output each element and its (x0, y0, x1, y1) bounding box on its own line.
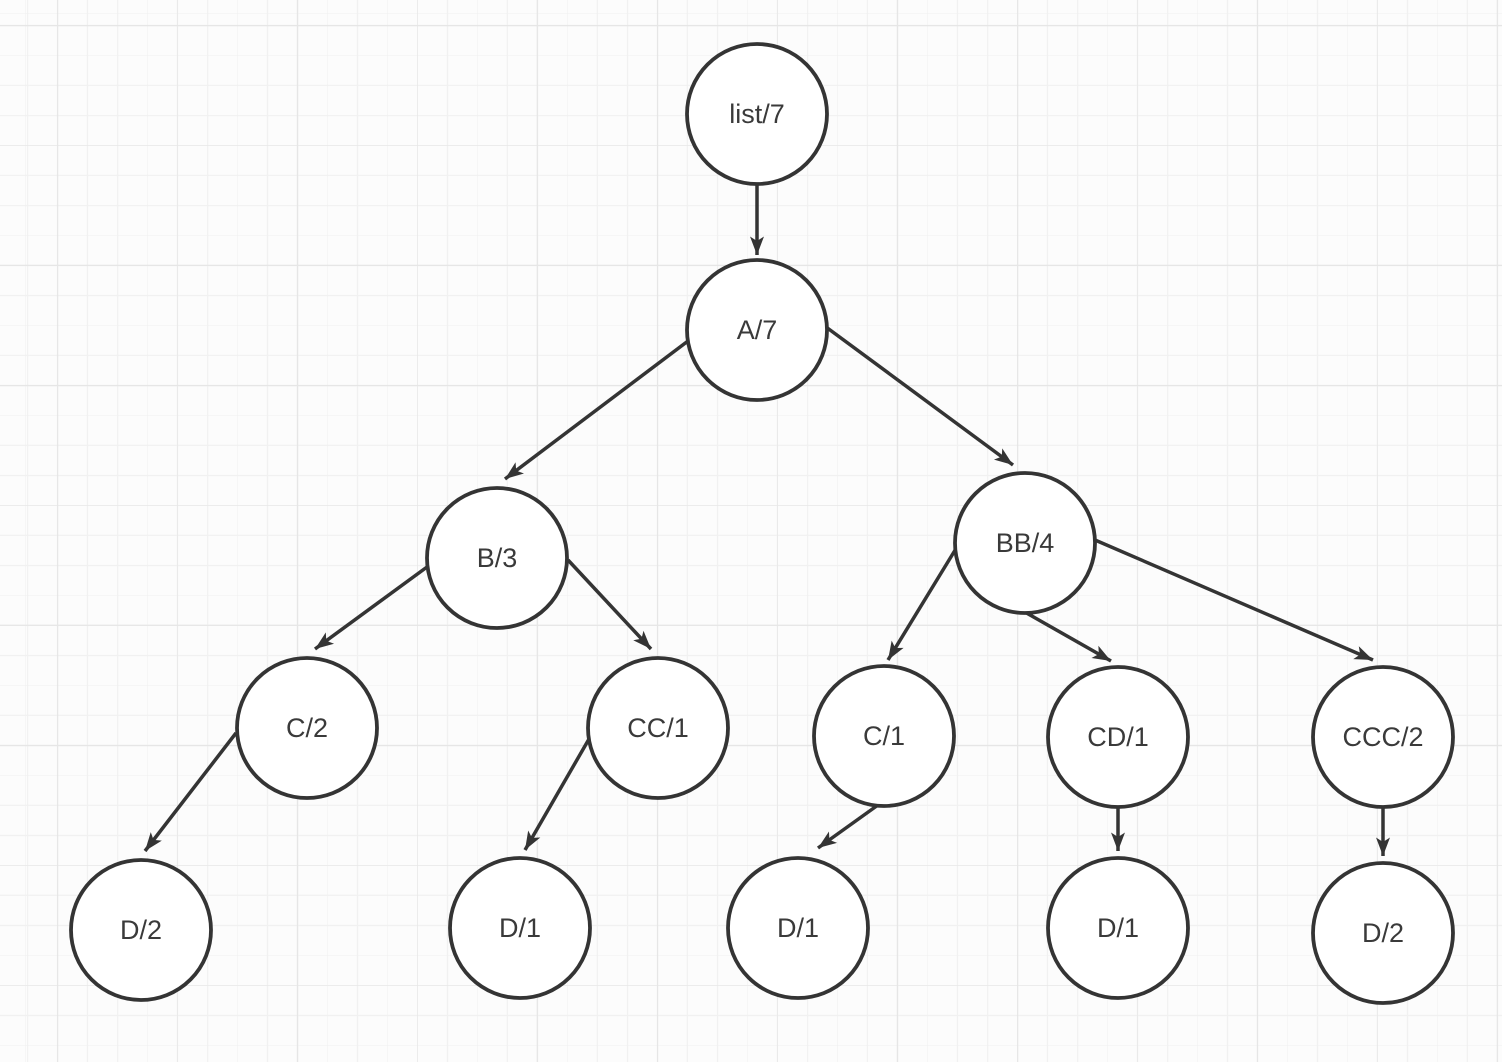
node-circle[interactable] (726, 856, 870, 1000)
edge-B-to-CC1[interactable] (566, 558, 653, 651)
node-circle[interactable] (685, 258, 829, 402)
tree-node-C1[interactable]: C/1 (812, 664, 956, 808)
node-circle[interactable] (586, 656, 730, 800)
tree-node-BB[interactable]: BB/4 (953, 471, 1097, 615)
node-circle[interactable] (69, 858, 213, 1002)
edge-BB-to-CD1[interactable] (1022, 609, 1112, 663)
tree-node-B[interactable]: B/3 (425, 486, 569, 630)
node-circle[interactable] (812, 664, 956, 808)
node-circle[interactable] (1311, 861, 1455, 1005)
edge-A-to-B[interactable] (503, 339, 690, 481)
node-circle[interactable] (685, 42, 829, 186)
edge-C1-to-D1b[interactable] (816, 803, 880, 850)
tree-node-CC1[interactable]: CC/1 (586, 656, 730, 800)
tree-node-CD1[interactable]: CD/1 (1046, 665, 1190, 809)
tree-node-D1b[interactable]: D/1 (726, 856, 870, 1000)
node-circle[interactable] (1046, 665, 1190, 809)
tree-node-C2[interactable]: C/2 (235, 656, 379, 800)
tree-node-D2b[interactable]: D/2 (1311, 861, 1455, 1005)
edge-BB-to-CCC2[interactable] (1094, 538, 1374, 662)
node-circle[interactable] (448, 856, 592, 1000)
edge-A-to-BB[interactable] (824, 325, 1015, 467)
tree-node-D1c[interactable]: D/1 (1046, 856, 1190, 1000)
tree-node-list[interactable]: list/7 (685, 42, 829, 186)
node-circle[interactable] (425, 486, 569, 630)
node-circle[interactable] (1311, 665, 1455, 809)
edge-C2-to-D2a[interactable] (143, 731, 238, 853)
edge-CC1-to-D1a[interactable] (523, 738, 591, 851)
tree-node-A[interactable]: A/7 (685, 258, 829, 402)
tree-node-D1a[interactable]: D/1 (448, 856, 592, 1000)
node-circle[interactable] (953, 471, 1097, 615)
edge-BB-to-C1[interactable] (886, 546, 959, 661)
node-circle[interactable] (235, 656, 379, 800)
tree-node-CCC2[interactable]: CCC/2 (1311, 665, 1455, 809)
node-circle[interactable] (1046, 856, 1190, 1000)
edge-B-to-C2[interactable] (313, 565, 429, 651)
tree-node-D2a[interactable]: D/2 (69, 858, 213, 1002)
